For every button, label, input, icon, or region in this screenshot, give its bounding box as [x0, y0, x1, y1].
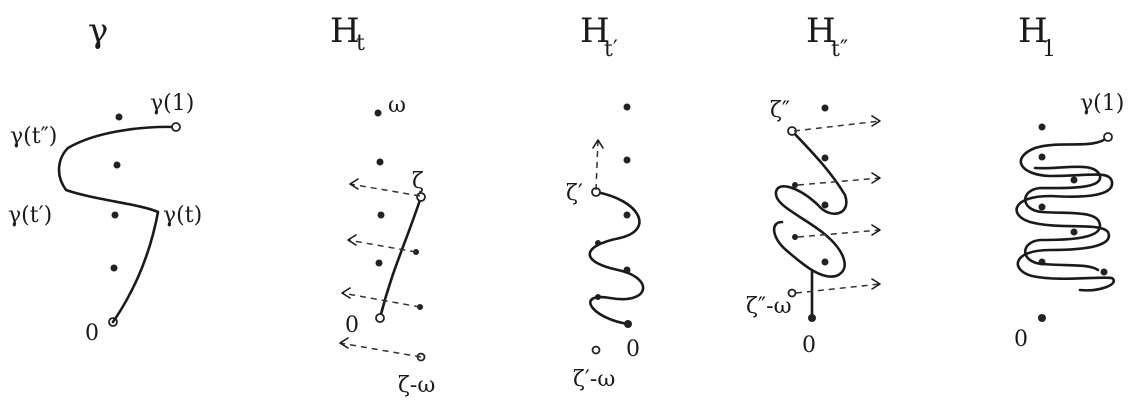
- panel-ht-double-prime-title: H: [806, 11, 836, 51]
- lattice-points: [1038, 123, 1108, 322]
- lattice-points: [374, 109, 426, 362]
- panel-ht-prime-title: H: [580, 11, 610, 51]
- panel-h1-subscript: 1: [1042, 37, 1056, 62]
- arrow-head: [871, 278, 881, 290]
- label-zeta-prime-minus-omega: ζ′-ω: [573, 367, 615, 392]
- origin-point: [808, 314, 816, 322]
- lattice-point: [1038, 123, 1046, 131]
- lattice-points: [787, 104, 829, 298]
- arrow-head: [349, 178, 359, 190]
- lattice-point: [111, 211, 119, 219]
- label-gamma-one: γ(1): [1080, 91, 1124, 116]
- origin-point: [1038, 314, 1046, 322]
- panel-ht-prime-subscript: t′: [604, 37, 618, 62]
- arrow-head: [347, 234, 357, 246]
- panel-ht: H t ω ζ 0 ζ-ω: [330, 11, 435, 398]
- lattice-point: [110, 264, 118, 272]
- lattice-point: [792, 182, 798, 188]
- dashed-arrow: [349, 183, 421, 197]
- lattice-point: [821, 104, 829, 112]
- lattice-point: [374, 109, 382, 117]
- origin-point: [375, 313, 385, 323]
- path-ht: [378, 195, 423, 320]
- label-gamma-one: γ(1): [150, 91, 194, 116]
- path-h1-inner: [1023, 165, 1102, 272]
- lattice-point: [792, 234, 798, 240]
- panel-gamma-title: γ: [88, 11, 108, 51]
- lattice-point: [821, 154, 829, 162]
- shift-arrows: [793, 115, 881, 294]
- shifted-point: [787, 288, 797, 298]
- panel-h1: H 1 γ(1) 0: [1014, 11, 1124, 352]
- label-origin: 0: [85, 321, 99, 346]
- shifted-point: [591, 345, 601, 355]
- lattice-points: [108, 113, 123, 327]
- dashed-arrow: [347, 239, 417, 253]
- label-origin: 0: [1014, 327, 1028, 352]
- lattice-point: [623, 103, 631, 111]
- endpoint-zeta: [416, 192, 426, 202]
- arrow-head: [339, 337, 349, 349]
- label-gamma-t1: γ(t′): [8, 203, 52, 228]
- panel-ht-prime: H t′ ζ′ 0 ζ′-ω: [566, 11, 645, 392]
- dashed-arrow: [797, 177, 881, 186]
- label-zeta-minus-omega: ζ-ω: [398, 373, 435, 398]
- panel-ht-subscript: t: [356, 31, 365, 56]
- path-h1: [1015, 135, 1116, 292]
- shift-arrows: [339, 178, 422, 358]
- panel-ht-title: H: [330, 11, 360, 51]
- lattice-point: [375, 259, 383, 267]
- lattice-point: [115, 113, 123, 121]
- panel-gamma: γ γ(1) γ(t″) γ(t′) γ(t) 0: [8, 11, 202, 346]
- lattice-point: [113, 161, 121, 169]
- dashed-arrow: [793, 120, 881, 132]
- arrow-head: [871, 224, 881, 236]
- lattice-point: [1100, 268, 1108, 276]
- origin-point: [624, 320, 632, 328]
- lattice-point: [623, 156, 631, 164]
- label-zeta-double-prime: ζ″: [770, 98, 790, 123]
- dashed-arrow: [339, 342, 422, 358]
- lattice-point: [376, 158, 384, 166]
- lattice-point: [821, 201, 829, 209]
- dashed-arrow: [795, 283, 881, 294]
- label-origin: 0: [345, 313, 359, 338]
- lattice-point: [1070, 176, 1078, 184]
- endpoint-gamma-one: [171, 122, 181, 132]
- lattice-point: [1038, 203, 1046, 211]
- lattice-point: [377, 211, 385, 219]
- label-gamma-t: γ(t): [163, 203, 202, 228]
- arrow-head: [341, 287, 351, 299]
- dashed-arrow: [797, 229, 881, 238]
- label-zeta-prime: ζ′: [566, 181, 583, 206]
- label-zeta: ζ: [412, 169, 424, 194]
- panel-ht-double-prime: H t″ ζ″ ζ″-ω 0: [746, 11, 881, 358]
- arrow-head: [871, 172, 881, 184]
- endpoint-gamma-one: [1103, 132, 1113, 142]
- dashed-arrow: [341, 292, 421, 308]
- dashed-arrow: [595, 139, 599, 191]
- lattice-point: [623, 211, 631, 219]
- label-zeta-double-prime-minus-omega: ζ″-ω: [746, 294, 792, 319]
- label-origin: 0: [626, 337, 640, 362]
- label-origin: 0: [802, 333, 816, 358]
- lattice-point: [1070, 228, 1078, 236]
- path-ht-double-prime: [772, 129, 848, 320]
- arrow-head: [871, 115, 881, 127]
- path-gamma: [57, 125, 178, 324]
- panel-h1-title: H: [1018, 11, 1048, 51]
- arrow-head: [592, 139, 604, 149]
- lattice-point: [1038, 153, 1046, 161]
- panel-ht-double-prime-subscript: t″: [831, 37, 848, 62]
- lattice-point: [821, 258, 829, 266]
- label-omega: ω: [388, 93, 406, 118]
- label-gamma-t2: γ(t″): [10, 124, 57, 149]
- path-ht-prime: [588, 190, 645, 326]
